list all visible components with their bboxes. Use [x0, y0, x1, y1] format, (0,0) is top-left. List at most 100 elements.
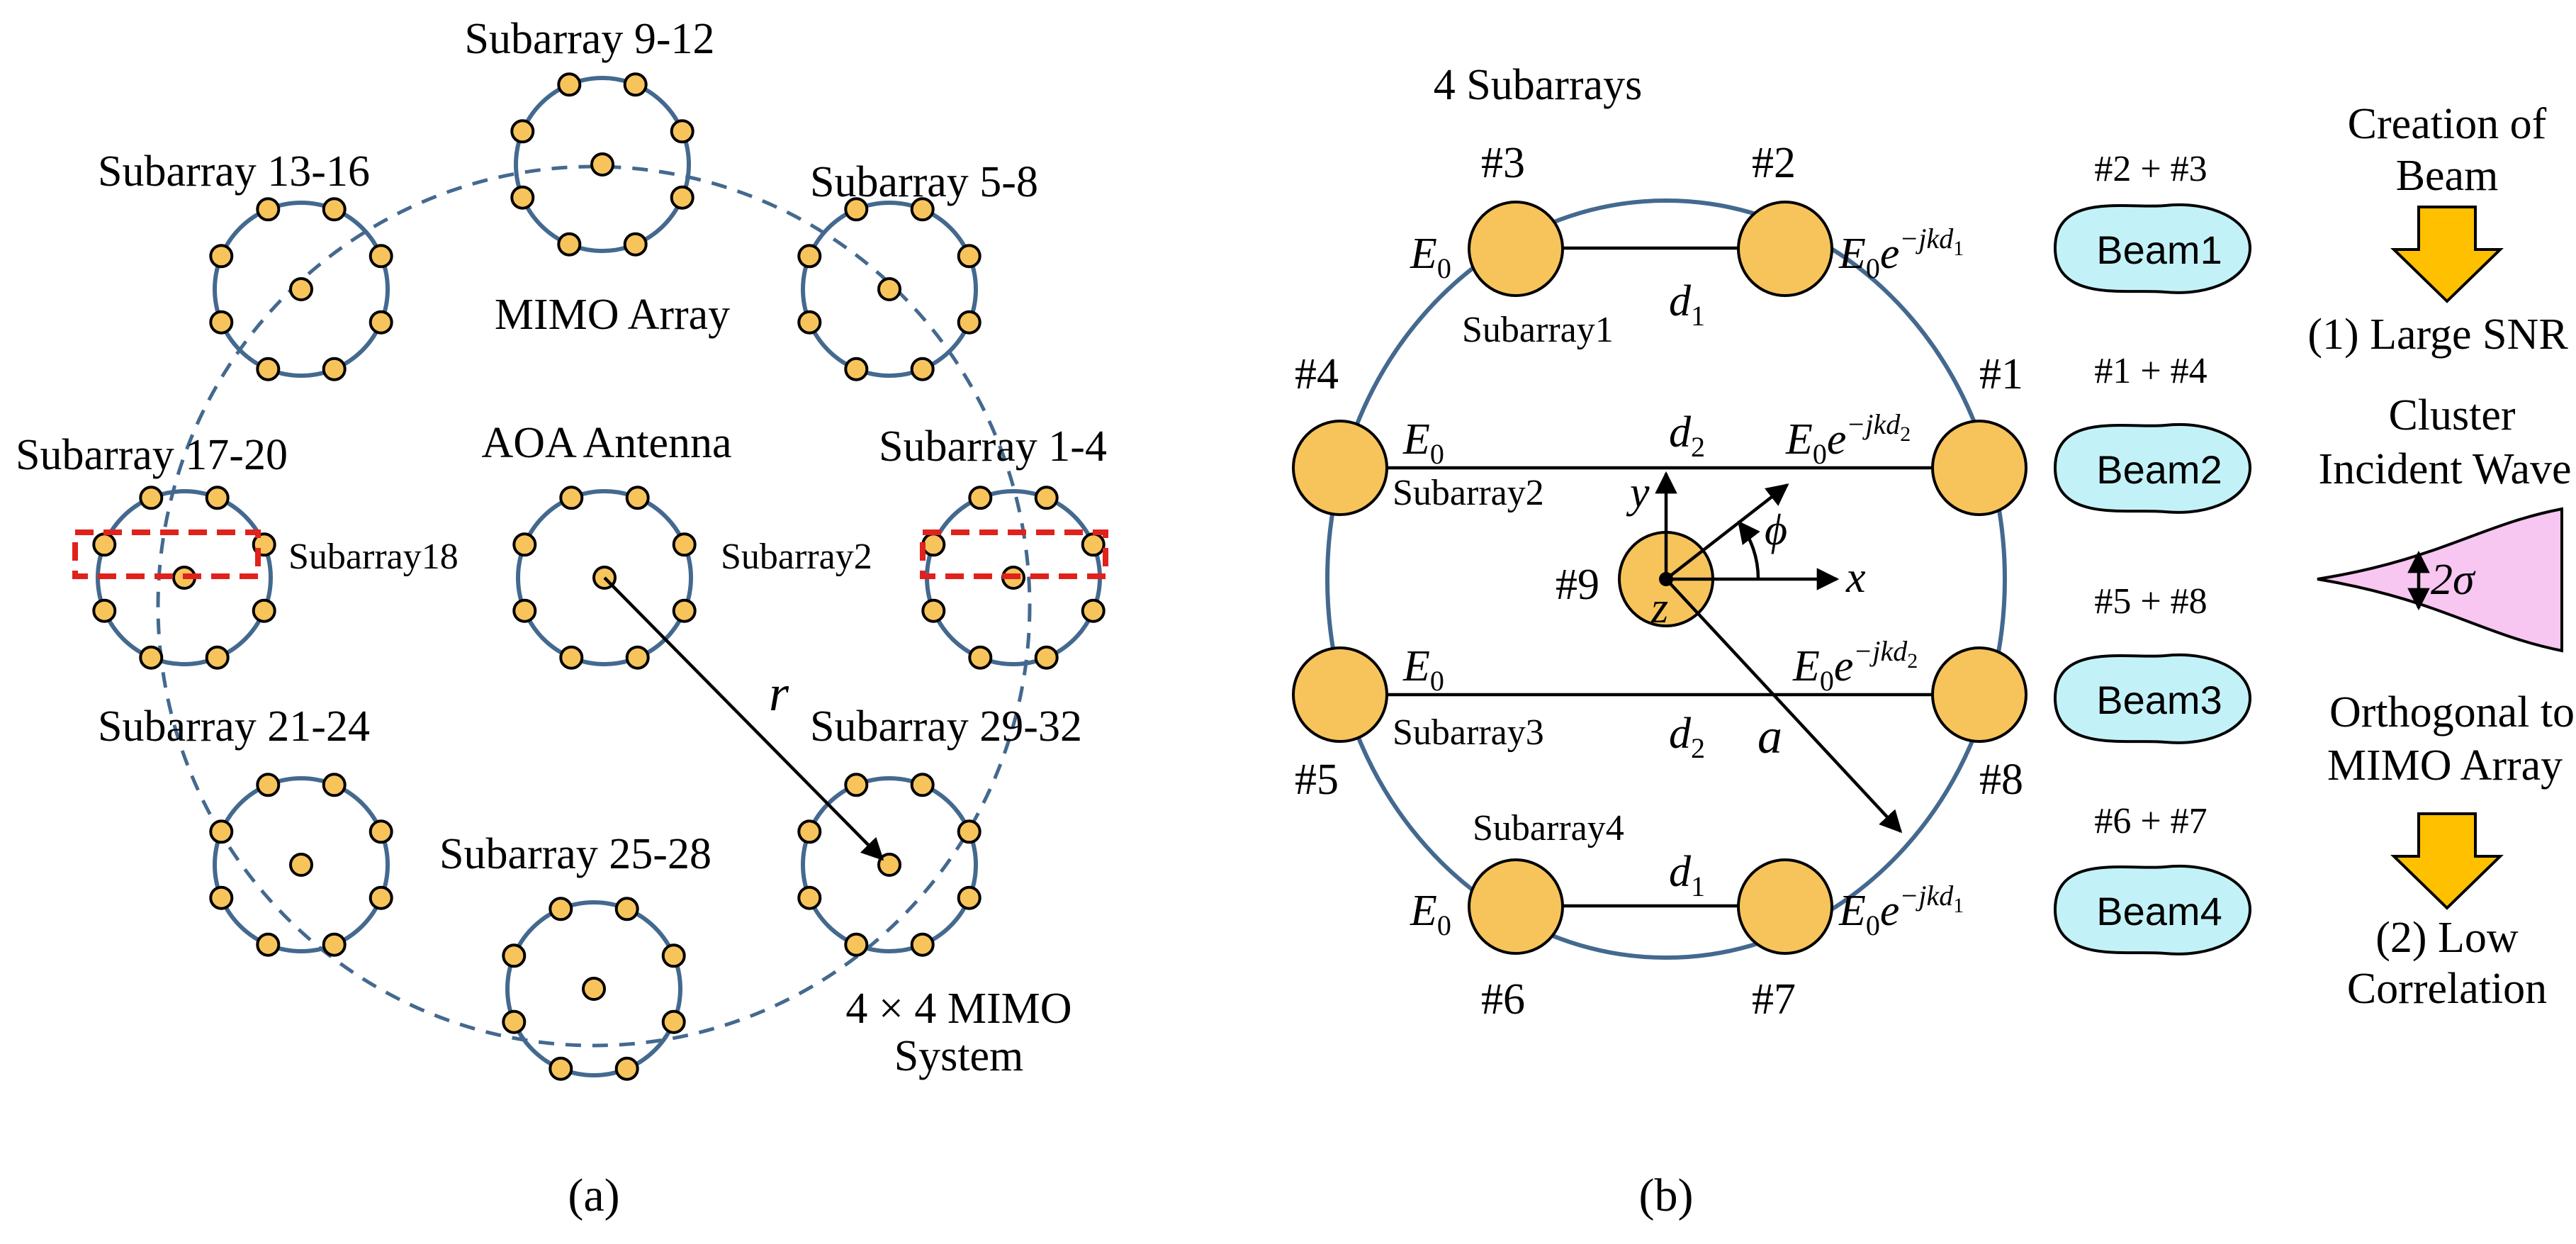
creation-of-beam-line2: Beam [2396, 152, 2499, 200]
beam2-label: Beam2 [2096, 447, 2222, 492]
antenna-element [670, 185, 694, 210]
beam-combo-1: #2 + #3 [2094, 149, 2207, 189]
port-label-8: #8 [1979, 756, 2023, 804]
e0-label-3: E0 [1410, 230, 1451, 284]
center-element [877, 853, 901, 877]
cluster-line2: Incident Wave [2318, 445, 2571, 493]
antenna-element [797, 819, 822, 844]
center-element [590, 152, 614, 176]
antenna-element [205, 486, 230, 510]
antenna-element [557, 72, 582, 97]
antenna-element [256, 932, 281, 957]
e0-label-4: E0 [1402, 415, 1444, 470]
caption-a-text: (a) [568, 1170, 619, 1221]
port-label-1: #1 [1979, 350, 2023, 398]
center-element [289, 853, 313, 877]
subarray-circle [1325, 198, 2007, 960]
antenna-element [256, 357, 281, 381]
element-2 [1737, 201, 1833, 297]
subarray-ring-29-32 [801, 776, 978, 953]
radius-a-arrow [1665, 578, 1903, 834]
antenna-element [322, 932, 347, 957]
port-label-5: #5 [1295, 756, 1339, 804]
axis-x-label: x [1845, 554, 1866, 602]
antenna-element [844, 773, 869, 797]
antenna-element [209, 885, 234, 910]
antenna-element [549, 1056, 573, 1081]
panel-a-caption: (a) [568, 1170, 619, 1221]
antenna-element [559, 486, 584, 510]
antenna-element [139, 645, 164, 670]
antenna-element [844, 932, 869, 957]
radius-a-label: a [1757, 710, 1782, 764]
e0-label-5: E0 [1402, 642, 1444, 697]
antenna-element [369, 819, 393, 844]
antenna-element [844, 197, 869, 222]
label-subarray-29-32: Subarray 29-32 [810, 702, 1082, 751]
label-radius-r: r [769, 665, 789, 722]
creation-of-beam-line1: Creation of [2348, 100, 2547, 148]
antenna-element [205, 645, 230, 670]
label-subarray-9-12: Subarray 9-12 [465, 15, 715, 63]
antenna-element [209, 244, 234, 269]
antenna-element [510, 119, 535, 144]
antenna-element [512, 532, 537, 557]
antenna-element [252, 598, 276, 623]
antenna-element [209, 310, 234, 335]
beam-combo-4: #6 + #7 [2094, 801, 2207, 841]
antenna-element [910, 773, 935, 797]
large-snr-label: (1) Large SNR [2307, 310, 2568, 359]
antenna-element [139, 486, 164, 510]
label-subarray-5-8: Subarray 5-8 [810, 158, 1038, 206]
beam1-label: Beam1 [2096, 228, 2222, 272]
antenna-element [797, 310, 822, 335]
caption-b-text: (b) [1639, 1170, 1694, 1221]
antenna-element [322, 357, 347, 381]
subarray-ring-21-24 [213, 776, 390, 953]
d2-upper-label: d2 [1669, 408, 1705, 463]
beam1-shape [2053, 203, 2252, 294]
label-aoa-antenna: AOA Antenna [481, 419, 731, 467]
antenna-element [661, 1009, 686, 1034]
antenna-element [209, 819, 234, 844]
low-correlation-line1: (2) Low [2375, 914, 2519, 962]
antenna-element [910, 357, 935, 381]
beam-combo-2: #1 + #4 [2094, 351, 2207, 391]
antenna-element [1034, 486, 1059, 510]
subarray18-highlight-box [72, 529, 261, 579]
panel-b: #3 #2 #4 #1 #9 #5 #8 #6 #7 4 Subarrays E… [1292, 61, 2252, 1221]
antenna-element [502, 1009, 527, 1034]
antenna-element [661, 943, 686, 968]
e0-phase-label-7: E0e−jkd1 [1838, 880, 1964, 941]
antenna-element [549, 897, 573, 921]
antenna-element [672, 598, 697, 623]
antenna-element [672, 532, 697, 557]
beam3-label: Beam3 [2096, 678, 2222, 722]
beam4-shape [2053, 864, 2252, 956]
center-element [877, 277, 901, 301]
label-subarray2: Subarray2 [721, 537, 872, 577]
antenna-element [968, 645, 993, 670]
element-5 [1292, 646, 1388, 743]
antenna-element [797, 244, 822, 269]
antenna-element [369, 310, 393, 335]
antenna-element [559, 645, 584, 670]
antenna-element [957, 819, 982, 844]
antenna-element [256, 773, 281, 797]
beam3-shape [2053, 653, 2252, 744]
antenna-element [844, 357, 869, 381]
down-arrow-1 [2390, 206, 2504, 303]
subarray-ring-25-28 [505, 900, 682, 1077]
antenna-element [670, 119, 694, 144]
antenna-element [957, 885, 982, 910]
label-subarray-1-4: Subarray 1-4 [879, 422, 1107, 471]
antenna-element [369, 885, 393, 910]
port-label-3: #3 [1481, 139, 1525, 187]
port-label-2: #2 [1752, 139, 1796, 187]
antenna-element [910, 932, 935, 957]
e0-phase-label-1: E0e−jkd2 [1785, 408, 1911, 470]
phi-direction-arrow [1665, 483, 1789, 581]
element-6 [1468, 858, 1564, 955]
subarray-ring-aoa [516, 489, 693, 666]
